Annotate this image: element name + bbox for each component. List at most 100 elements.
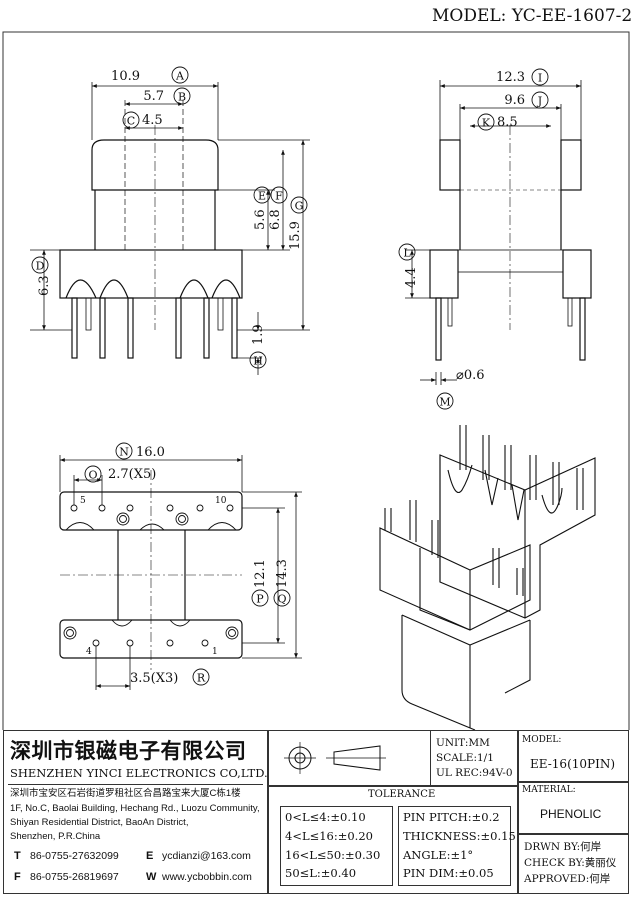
model-label: MODEL: — [522, 735, 562, 745]
approved-value: 何岸 — [589, 873, 611, 885]
svg-text:I: I — [538, 72, 542, 85]
tol-thickness: THICKNESS:±0.15 — [403, 829, 516, 843]
dim-Q-value: 14.3 — [275, 559, 290, 588]
svg-text:O: O — [88, 469, 97, 482]
svg-text:D: D — [36, 260, 45, 273]
fax-value: 86-0755-26819697 — [30, 871, 119, 883]
svg-text:N: N — [119, 446, 129, 459]
tolerance-panel — [268, 786, 518, 894]
front-view — [30, 82, 310, 375]
sign-panel — [518, 834, 629, 894]
side-view — [405, 80, 592, 385]
tol-row-4: 50≤L:±0.40 — [285, 866, 357, 880]
isometric-view — [379, 425, 596, 730]
dim-C-value: 4.5 — [142, 113, 163, 128]
tol-row-2: 4<L≤16:±0.20 — [285, 829, 373, 843]
svg-text:G: G — [295, 200, 304, 213]
drawn-by: DRWN BY:何岸 — [524, 842, 601, 853]
tolerance-left-box — [280, 806, 393, 886]
approved-label: APPROVED: — [524, 873, 590, 885]
tol-angle: ANGLE:±1° — [403, 848, 474, 862]
header-model: MODEL: YC-EE-1607-2 — [432, 8, 632, 25]
web-value: www.ycbobbin.com — [162, 871, 252, 883]
svg-text:Q: Q — [277, 593, 286, 606]
svg-text:R: R — [197, 672, 206, 685]
svg-text:H: H — [253, 355, 263, 368]
address-en-2: Shiyan Residential District, BaoAn Distr… — [10, 817, 189, 828]
approved-by: APPROVED:何岸 — [524, 874, 610, 885]
check-label: CHECK BY: — [524, 857, 585, 869]
ul-text: UL REC:94V-0 — [436, 767, 513, 779]
svg-text:P: P — [256, 593, 264, 606]
svg-text:F: F — [275, 190, 283, 203]
tolerance-title: TOLERANCE — [368, 789, 436, 800]
svg-text:K: K — [482, 117, 491, 130]
tel-value: 86-0755-27632099 — [30, 850, 119, 862]
model-value: EE-16(10PIN) — [530, 757, 616, 771]
dim-K-value: 8.5 — [497, 115, 518, 130]
email-label: E — [146, 850, 154, 862]
fax-label: F — [14, 871, 21, 883]
spec-divider — [430, 730, 431, 786]
bottom-view-labels: N 16.0 O 2.7(X5) 5 10 4 1 P 12.1 Q 14.3 … — [80, 442, 291, 686]
pin-5: 5 — [80, 496, 86, 506]
dim-E-value: 5.6 — [253, 209, 268, 230]
projection-symbol — [284, 742, 386, 774]
material-panel — [518, 782, 629, 834]
unit-text: UNIT:MM — [436, 737, 490, 749]
dim-D-value: 6.3 — [37, 275, 52, 296]
header-model-value: YC-EE-1607-2 — [511, 6, 632, 26]
drawn-label: DRWN BY: — [524, 841, 581, 853]
company-name-en: SHENZHEN YINCI ELECTRONICS CO,LTD. — [10, 766, 268, 780]
dim-M-value: ⌀0.6 — [456, 368, 485, 383]
svg-text:E: E — [258, 190, 266, 203]
svg-text:M: M — [439, 396, 450, 409]
check-by: CHECK BY:黄丽仪 — [524, 858, 616, 869]
tol-row-3: 16<L≤50:±0.30 — [285, 848, 381, 862]
tol-pin-dim: PIN DIM:±0.05 — [403, 866, 494, 880]
drawn-value: 何岸 — [580, 841, 602, 853]
technical-drawing: 10.9 A 5.7 B C 4.5 D 6.3 E 5.6 F 6.8 G 1… — [2, 31, 630, 730]
dim-G-value: 15.9 — [288, 221, 303, 250]
svg-text:J: J — [537, 95, 542, 108]
dim-J-value: 9.6 — [504, 93, 525, 108]
dim-I-value: 12.3 — [496, 70, 525, 85]
dim-O-value: 2.7(X5) — [108, 467, 156, 482]
tol-pin-pitch: PIN PITCH:±0.2 — [403, 810, 500, 824]
pin-10: 10 — [215, 496, 227, 506]
pin-1: 1 — [212, 647, 218, 657]
svg-text:C: C — [127, 115, 135, 128]
bottom-view — [59, 455, 302, 690]
side-view-labels: 12.3 I 9.6 J K 8.5 L 4.4 ⌀0.6 M — [398, 68, 549, 410]
company-divider — [8, 784, 263, 785]
svg-text:B: B — [178, 91, 186, 104]
company-panel — [3, 730, 268, 894]
dim-F-value: 6.8 — [268, 209, 283, 230]
material-value: PHENOLIC — [540, 807, 602, 821]
tel-label: T — [14, 850, 21, 862]
symbol-panel — [268, 730, 518, 786]
dim-B-value: 5.7 — [143, 89, 164, 104]
dim-P-value: 12.1 — [253, 559, 268, 588]
front-view-labels: 10.9 A 5.7 B C 4.5 D 6.3 E 5.6 F 6.8 G 1… — [31, 66, 308, 369]
scale-text: SCALE:1/1 — [436, 752, 494, 764]
svg-text:A: A — [175, 70, 185, 83]
email-value: ycdianzi@163.com — [162, 850, 251, 862]
model-panel — [518, 730, 629, 782]
dim-H-value: 1.9 — [251, 324, 266, 345]
dim-R-value: 3.5(X3) — [130, 671, 178, 686]
dim-A-value: 10.9 — [111, 69, 140, 84]
frame — [2, 31, 630, 730]
address-en-3: Shenzhen, P.R.China — [10, 831, 101, 842]
header-model-label: MODEL: — [432, 6, 507, 26]
tolerance-right-box — [398, 806, 511, 886]
web-label: W — [146, 871, 157, 883]
address-en-1: 1F, No.C, Baolai Building, Hechang Rd., … — [10, 803, 260, 814]
svg-text:L: L — [403, 247, 411, 260]
dim-N-value: 16.0 — [136, 445, 165, 460]
company-name-cn: 深圳市银磁电子有限公司 — [10, 738, 247, 763]
address-cn: 深圳市宝安区石岩街道罗租社区合昌路宝来大厦C栋1楼 — [10, 788, 241, 799]
dim-L-value: 4.4 — [404, 267, 419, 288]
tol-row-1: 0<L≤4:±0.10 — [285, 810, 366, 824]
